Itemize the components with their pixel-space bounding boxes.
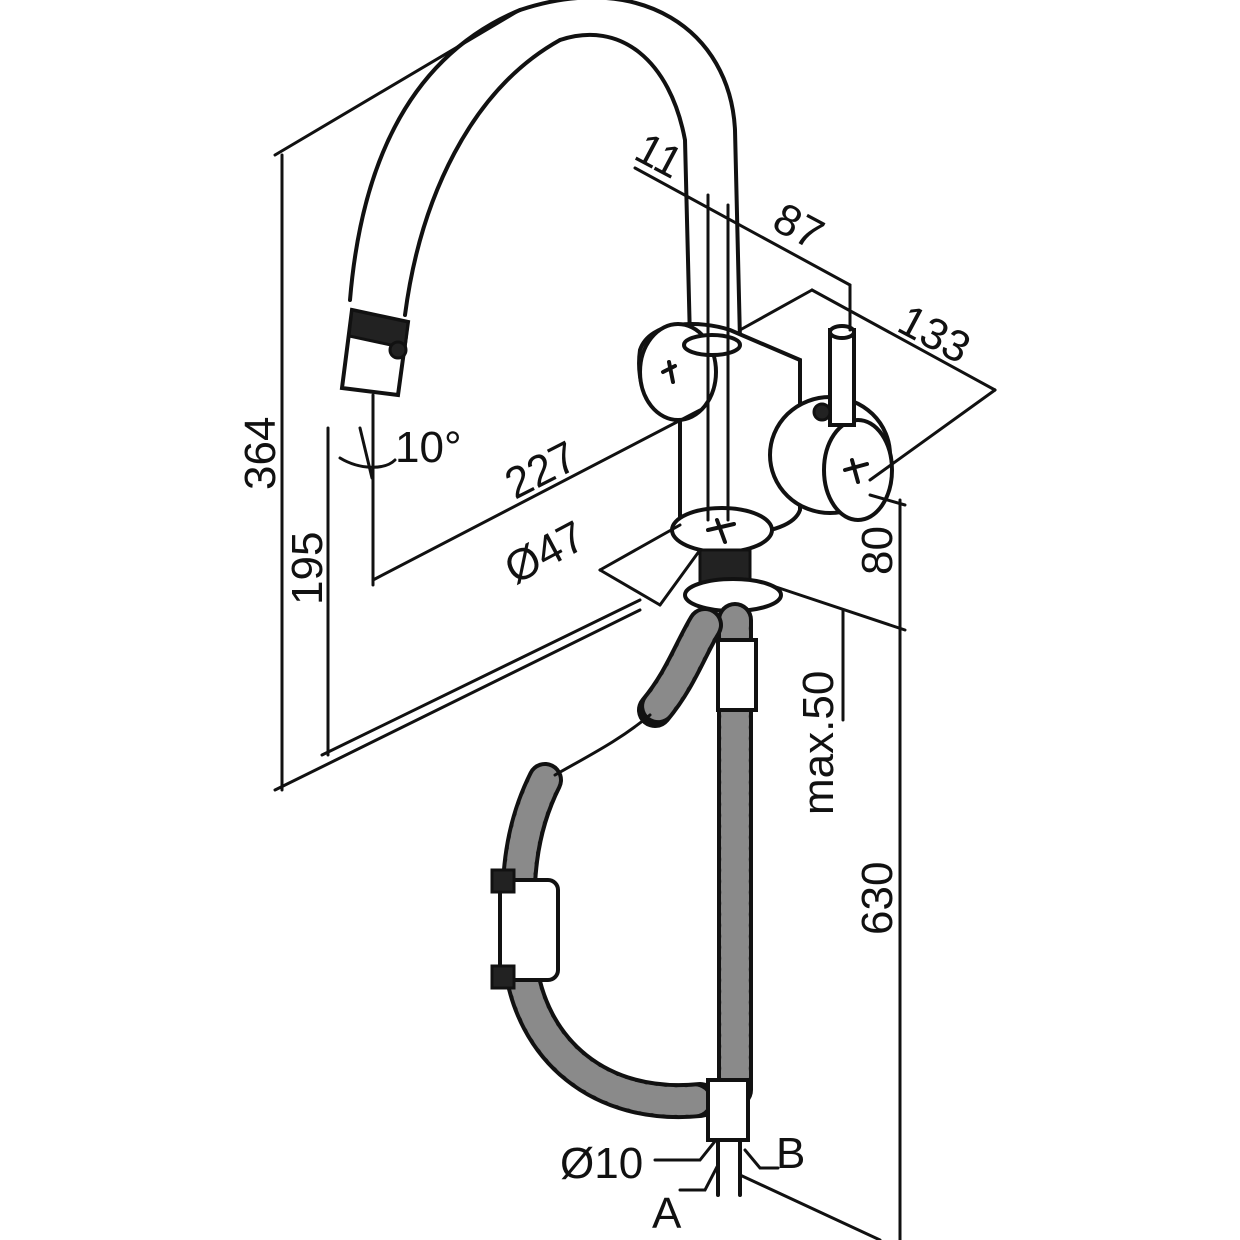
dim-label-diameter-10: Ø10: [560, 1139, 643, 1188]
dim-label-angle: 10°: [395, 423, 462, 472]
dimension-lines: [273, 8, 997, 1240]
faucet-spout: [348, 0, 742, 342]
dim-label-227: 227: [497, 432, 585, 509]
dim-label-630: 630: [853, 862, 902, 935]
dim-label-diameter-47: Ø47: [497, 512, 593, 594]
dim-label-max-50: max.50: [794, 671, 843, 815]
connection-label-a: A: [652, 1189, 682, 1238]
faucet-base: [670, 506, 783, 613]
connection-label-b: B: [776, 1129, 805, 1178]
dim-label-87: 87: [765, 194, 831, 260]
dim-label-364: 364: [236, 417, 285, 490]
dim-label-80: 80: [853, 526, 902, 575]
spray-head: [339, 307, 411, 398]
dim-label-11: 11: [627, 124, 690, 189]
supply-hoses: [490, 602, 758, 1197]
dim-label-195: 195: [283, 532, 332, 605]
dim-label-133: 133: [890, 296, 978, 374]
